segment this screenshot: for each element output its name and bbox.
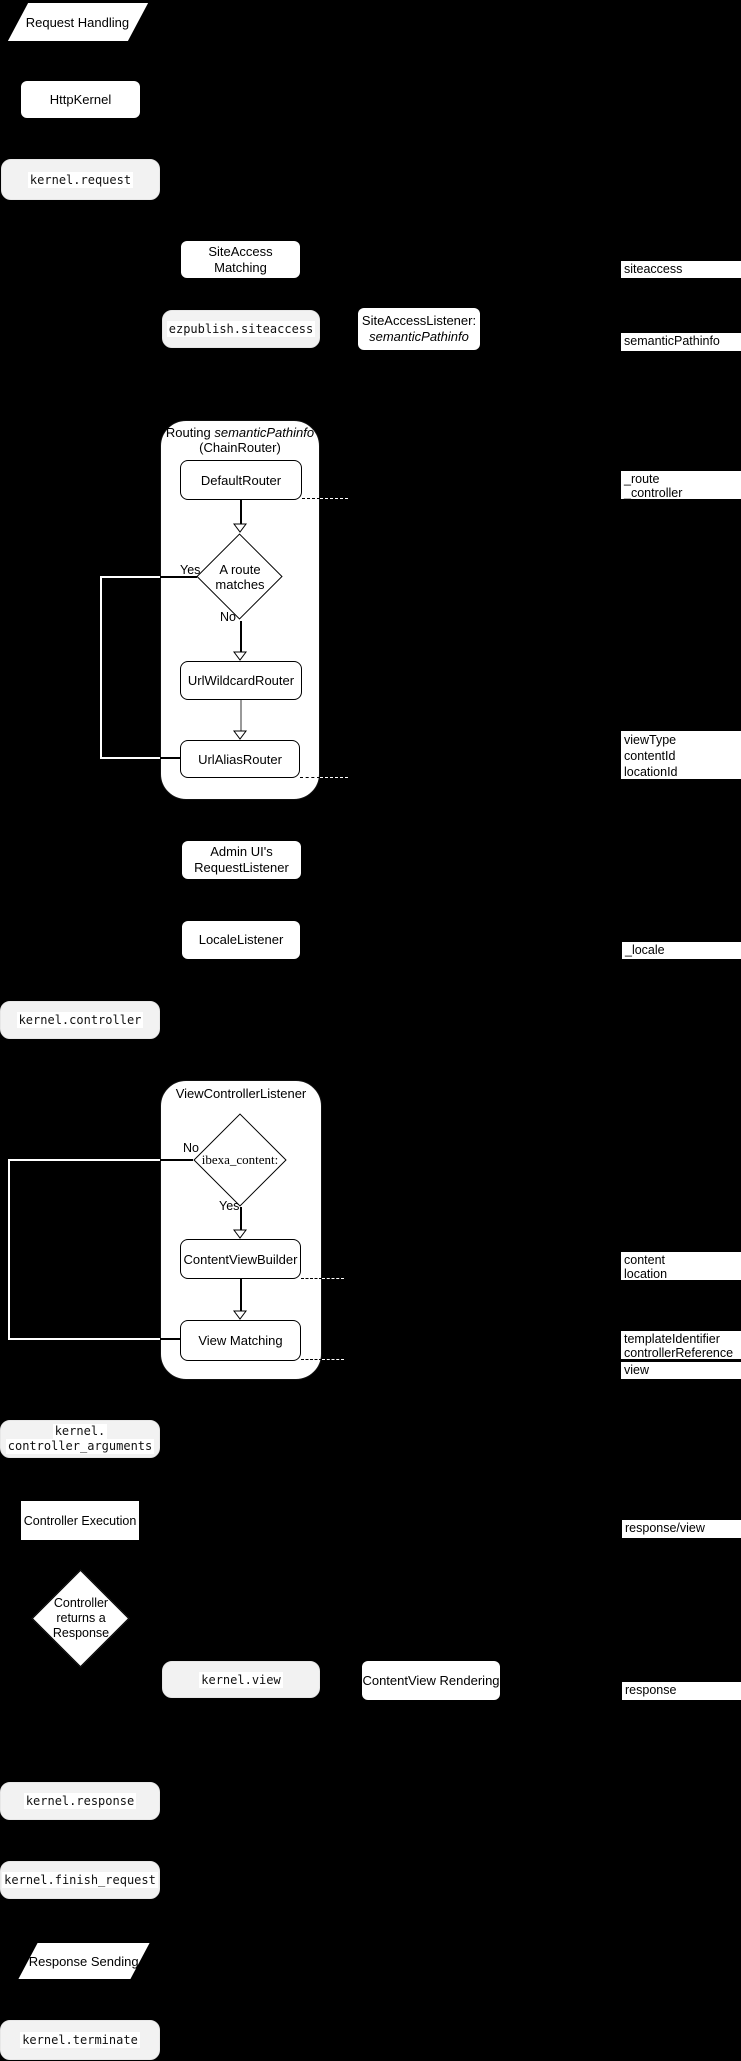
- response-sending-label: Response Sending: [29, 1953, 139, 1969]
- kernel-controller-label: kernel.controller: [16, 1012, 144, 1028]
- kernel-response-label: kernel.response: [23, 1793, 137, 1809]
- no-edge-outside-v: [8, 1159, 10, 1339]
- kernel-request-label: kernel.request: [27, 171, 134, 188]
- response-output-label: response: [622, 1682, 741, 1700]
- no-edge-inside-2: [160, 1338, 180, 1340]
- route-dashed-connector-outer: [320, 498, 348, 499]
- route-output-label: _route _controller: [621, 471, 741, 500]
- view-output-label: view: [621, 1362, 741, 1379]
- yes-edge-outside-h1: [100, 576, 160, 578]
- yes-edge-inside: [160, 576, 197, 578]
- kernel-controller-event: kernel.controller: [0, 1001, 160, 1039]
- view-matching-node: View Matching: [180, 1320, 301, 1361]
- kernel-terminate-event: kernel.terminate: [0, 2020, 160, 2060]
- content-dashed-connector-outer: [322, 1278, 344, 1279]
- siteaccess-listener-node: SiteAccessListener: semanticPathinfo: [358, 308, 480, 350]
- no-edge-outside-h1: [8, 1159, 160, 1161]
- viewtype-dashed-connector-outer: [320, 777, 348, 778]
- kernel-view-event: kernel.view: [162, 1661, 320, 1698]
- semantic-pathinfo-output-label: semanticPathinfo: [621, 333, 741, 351]
- template-dashed-connector-outer: [322, 1359, 344, 1360]
- kernel-finish-request-label: kernel.finish_request: [2, 1872, 158, 1888]
- cvb-to-view-matching-edge: [240, 1279, 242, 1312]
- arrowhead-icon: [233, 730, 247, 740]
- siteaccess-listener-line1: SiteAccessListener:: [361, 313, 477, 328]
- url-wildcard-router-label: UrlWildcardRouter: [187, 673, 295, 688]
- viewtype-output-label: viewType contentId locationId: [621, 731, 741, 779]
- view-matching-label: View Matching: [198, 1333, 283, 1348]
- default-router-label: DefaultRouter: [200, 472, 282, 488]
- ibexa-content-no-label: No: [183, 1141, 199, 1155]
- route-matches-yes-label: Yes: [180, 563, 201, 577]
- content-dashed-connector: [301, 1278, 322, 1279]
- yes-edge-outside-h2: [100, 757, 160, 759]
- view-controller-listener-title: ViewControllerListener: [175, 1086, 307, 1101]
- contentview-rendering-node: ContentView Rendering: [362, 1661, 500, 1700]
- url-alias-router-node: UrlAliasRouter: [180, 740, 300, 778]
- default-router-node: DefaultRouter: [180, 460, 302, 500]
- kernel-finish-request-event: kernel.finish_request: [0, 1861, 160, 1899]
- url-wildcard-router-node: UrlWildcardRouter: [180, 661, 302, 700]
- content-view-builder-node: ContentViewBuilder: [180, 1239, 301, 1279]
- viewtype-dashed-connector: [300, 777, 320, 778]
- controller-execution-node: Controller Execution: [21, 1501, 139, 1540]
- ibexa-content-decision-label: ibexa_content:: [201, 1152, 279, 1167]
- locale-output-label: _locale: [622, 942, 741, 959]
- template-dashed-connector: [301, 1359, 322, 1360]
- siteaccess-matching-label: SiteAccess Matching: [208, 243, 273, 275]
- route-dashed-connector: [302, 498, 320, 499]
- controller-execution-label: Controller Execution: [23, 1513, 137, 1528]
- locale-listener-label: LocaleListener: [198, 932, 284, 947]
- ezpublish-siteaccess-event: ezpublish.siteaccess: [162, 310, 320, 348]
- siteaccess-listener-line2: semanticPathinfo: [369, 329, 469, 344]
- url-alias-router-label: UrlAliasRouter: [198, 751, 282, 767]
- yes-edge-outside-v: [100, 576, 102, 758]
- contentview-rendering-label: ContentView Rendering: [362, 1672, 500, 1688]
- arrowhead-icon: [233, 1310, 247, 1320]
- arrowhead-icon: [233, 1229, 247, 1239]
- http-kernel-node: HttpKernel: [21, 81, 140, 118]
- arrowhead-icon: [233, 523, 247, 533]
- decision-to-wildcard-edge: [240, 621, 242, 652]
- siteaccess-output-label: siteaccess: [621, 261, 741, 278]
- response-view-output-label: response/view: [622, 1520, 741, 1538]
- kernel-response-event: kernel.response: [0, 1782, 160, 1820]
- kernel-request-event: kernel.request: [1, 159, 160, 200]
- kernel-terminate-label: kernel.terminate: [20, 2032, 140, 2048]
- siteaccess-matching-node: SiteAccess Matching: [181, 241, 300, 278]
- decision-to-cvb-edge: [240, 1207, 242, 1231]
- content-view-builder-label: ContentViewBuilder: [183, 1251, 298, 1267]
- admin-request-listener-node: Admin UI's RequestListener: [182, 841, 301, 879]
- locale-listener-node: LocaleListener: [182, 921, 300, 959]
- controller-returns-response-label: Controller returns a Response: [52, 1596, 110, 1640]
- kernel-controller-arguments-event: kernel. controller_arguments: [0, 1420, 160, 1458]
- no-edge-outside-h2: [8, 1338, 160, 1340]
- request-handling-label: Request Handling: [26, 14, 130, 30]
- content-output-label: content location: [621, 1252, 741, 1281]
- http-kernel-label: HttpKernel: [49, 91, 112, 107]
- ibexa-content-yes-label: Yes: [219, 1199, 240, 1213]
- kernel-view-label: kernel.view: [199, 1671, 283, 1688]
- yes-edge-inside-2: [160, 757, 180, 759]
- route-matches-no-label: No: [220, 610, 236, 624]
- response-sending-node: Response Sending: [18, 1943, 150, 1979]
- routing-container-title: Routing semanticPathinfo (ChainRouter): [165, 425, 315, 455]
- arrowhead-icon: [233, 651, 247, 661]
- default-router-to-decision-edge: [240, 500, 242, 524]
- wildcard-to-alias-edge: [240, 700, 242, 731]
- template-output-label: templateIdentifier controllerReference: [621, 1331, 741, 1360]
- ezpublish-siteaccess-label: ezpublish.siteaccess: [166, 321, 316, 337]
- request-handling-node: Request Handling: [7, 3, 149, 41]
- no-edge-inside: [160, 1159, 193, 1161]
- route-matches-decision-label: A route matches: [215, 562, 265, 592]
